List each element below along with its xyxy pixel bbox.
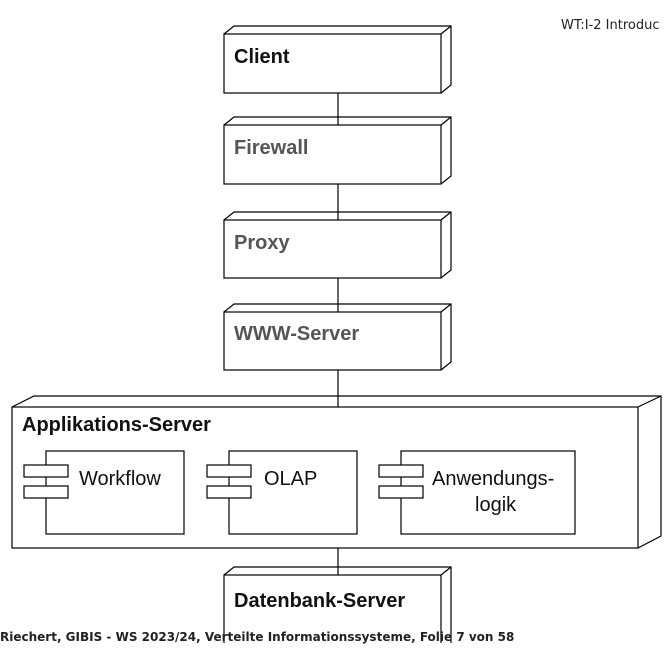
node-www-server: [223, 303, 452, 371]
slide-footer: Riechert, GIBIS - WS 2023/24, Verteilte …: [0, 630, 515, 644]
node-db-server: [223, 566, 452, 648]
node-client: [223, 25, 452, 94]
node-firewall: [223, 116, 452, 185]
node-db-server-label: Datenbank-Server: [234, 590, 405, 612]
node-www-server-label: WWW-Server: [234, 323, 359, 345]
component-anwendungslogik-label-1: Anwendungs-: [432, 468, 554, 490]
component-olap: [206, 450, 358, 535]
node-firewall-label: Firewall: [234, 137, 308, 159]
component-anwendungslogik-label-2: logik: [475, 494, 517, 516]
slide-header-ref: WT:I-2 Introduc: [561, 18, 660, 33]
node-client-label: Client: [234, 46, 290, 68]
component-anwendungslogik: [378, 450, 576, 535]
node-proxy: [223, 211, 452, 279]
component-workflow: [23, 450, 185, 535]
component-olap-label: OLAP: [264, 468, 317, 490]
node-app-server-label: Applikations-Server: [22, 414, 211, 436]
node-proxy-label: Proxy: [234, 232, 290, 254]
component-workflow-label: Workflow: [79, 468, 161, 490]
